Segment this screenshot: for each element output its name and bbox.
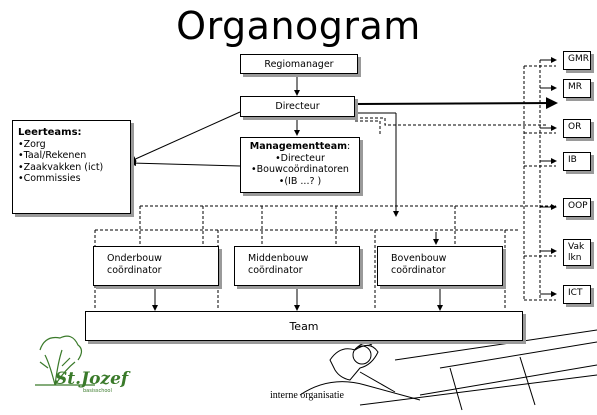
leerteams-heading: Leerteams: (18, 127, 82, 138)
right-box-label: ICT (568, 288, 583, 298)
managementteam-item: •Bouwcoördinatoren (251, 164, 349, 175)
coordinator-line: coördinator (107, 264, 162, 276)
school-logo-name: St.Jozef (55, 369, 129, 389)
right-box-label: Vak (568, 242, 585, 252)
right-box-ict: ICT (563, 285, 591, 304)
footer-caption: interne organisatie (270, 390, 344, 401)
onderbouw-coordinator-box: Onderbouw coördinator (93, 246, 219, 286)
regiomanager-box: Regiomanager (240, 54, 358, 74)
team-label: Team (289, 319, 319, 333)
managementteam-item: •Directeur (275, 152, 325, 164)
directeur-box: Directeur (240, 96, 355, 117)
page-title: Organogram (176, 4, 421, 48)
right-box-label: lkn (568, 252, 582, 263)
coordinator-line: Middenbouw (248, 253, 309, 264)
right-box-mr: MR (563, 79, 591, 98)
managementteam-item: •(IB ...? ) (278, 175, 322, 187)
leerteams-item: •Taal/Rekenen (18, 150, 87, 161)
right-box-label: OOP (568, 201, 588, 211)
managementteam-heading: Managementteam (249, 141, 348, 152)
coordinator-line: Onderbouw (107, 253, 162, 264)
school-logo-tree (35, 335, 95, 386)
coordinator-line: Bovenbouw (391, 253, 447, 264)
right-box-label: OR (568, 122, 582, 132)
leerteams-box: Leerteams: •Zorg •Taal/Rekenen •Zaakvakk… (12, 120, 131, 214)
coordinator-line: coördinator (391, 264, 446, 276)
directeur-label: Directeur (275, 101, 320, 112)
right-box-ib: IB (563, 152, 591, 171)
managementteam-box: Managementteam: •Directeur •Bouwcoördina… (240, 137, 360, 193)
team-box: Team (85, 311, 523, 341)
regiomanager-label: Regiomanager (264, 58, 334, 70)
right-box-label: GMR (568, 54, 589, 64)
boy-drawing-illustration (299, 329, 597, 411)
managementteam-colon: : (347, 141, 351, 152)
leerteams-item: •Zaakvakken (ict) (18, 161, 104, 173)
right-box-label: MR (568, 82, 583, 92)
leerteams-item: •Commissies (18, 173, 81, 184)
school-logo-subtitle: basisschool (83, 388, 112, 394)
right-box-gmr: GMR (563, 51, 591, 70)
middenbouw-coordinator-box: Middenbouw coördinator (234, 246, 360, 286)
coordinator-line: coördinator (248, 264, 303, 276)
leerteams-item: •Zorg (18, 138, 46, 150)
right-box-oop: OOP (563, 198, 591, 217)
right-box-or: OR (563, 119, 591, 138)
right-box-label: IB (568, 155, 577, 165)
bovenbouw-coordinator-box: Bovenbouw coördinator (377, 246, 503, 286)
right-box-vaklkn: Vak lkn (563, 239, 591, 266)
